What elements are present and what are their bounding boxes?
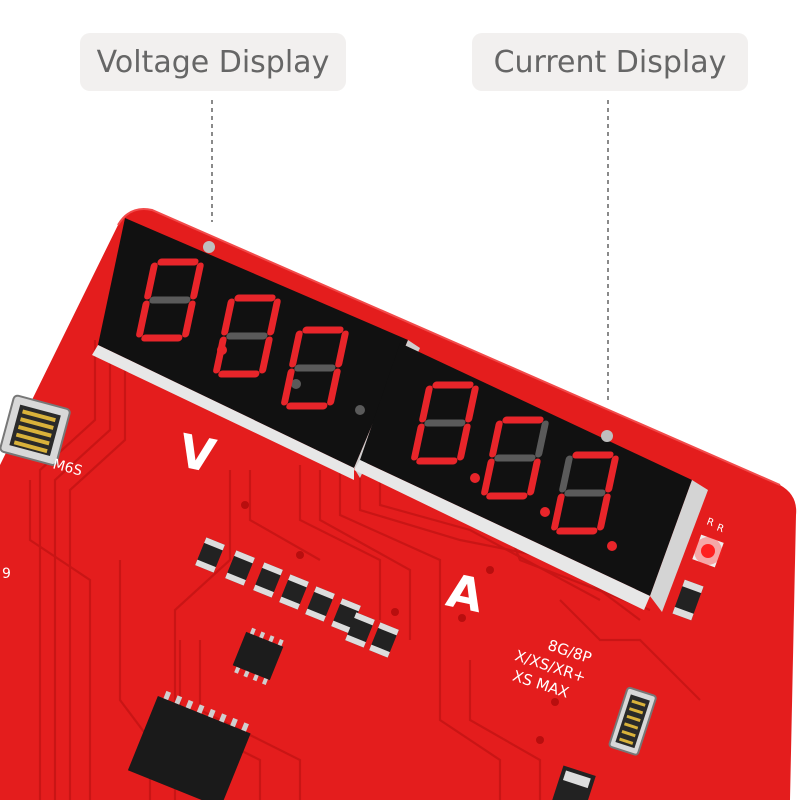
current-display-side-right [650, 480, 708, 612]
pcb-vias [144, 501, 559, 744]
current-digit-1 [411, 381, 479, 465]
voltage-display-side [92, 345, 354, 480]
voltage-display-callout: Voltage Display [80, 33, 346, 91]
bottom-component [551, 765, 596, 800]
current-display-callout: Current Display [472, 33, 748, 91]
smd-resistor-row [195, 537, 399, 658]
current-digit-2 [481, 416, 549, 500]
voltage-digit-3 [281, 326, 349, 410]
current-display-side [354, 460, 650, 610]
m6s-label: M6S [51, 456, 84, 479]
small-ic-chip [232, 627, 284, 685]
voltage-decimal-3 [355, 405, 365, 415]
current-dot-indicator [601, 430, 613, 442]
voltage-display-label: Voltage Display [96, 44, 330, 80]
left-connector [0, 394, 71, 466]
small-label-r2: R [715, 522, 725, 535]
current-display-label: Current Display [493, 44, 727, 80]
voltage-digit-2 [213, 294, 281, 378]
label-9: 9 [2, 566, 11, 582]
right-resistor [672, 579, 704, 621]
current-decimal-3 [607, 541, 617, 551]
status-led [692, 534, 724, 568]
pcb-edge-highlight [117, 208, 781, 486]
voltage-dot-indicator [203, 241, 215, 253]
current-decimal-1 [470, 473, 480, 483]
current-display-module [354, 343, 708, 612]
current-decimal-2 [540, 507, 550, 517]
current-digit-3 [551, 451, 619, 535]
voltage-display-body [98, 218, 408, 468]
voltage-decimal-2 [291, 379, 301, 389]
small-label-r1: R [705, 516, 715, 529]
right-connector [608, 686, 657, 756]
large-ic-chip [127, 690, 251, 800]
current-display-body [360, 343, 692, 596]
voltage-digit-1 [136, 258, 204, 342]
